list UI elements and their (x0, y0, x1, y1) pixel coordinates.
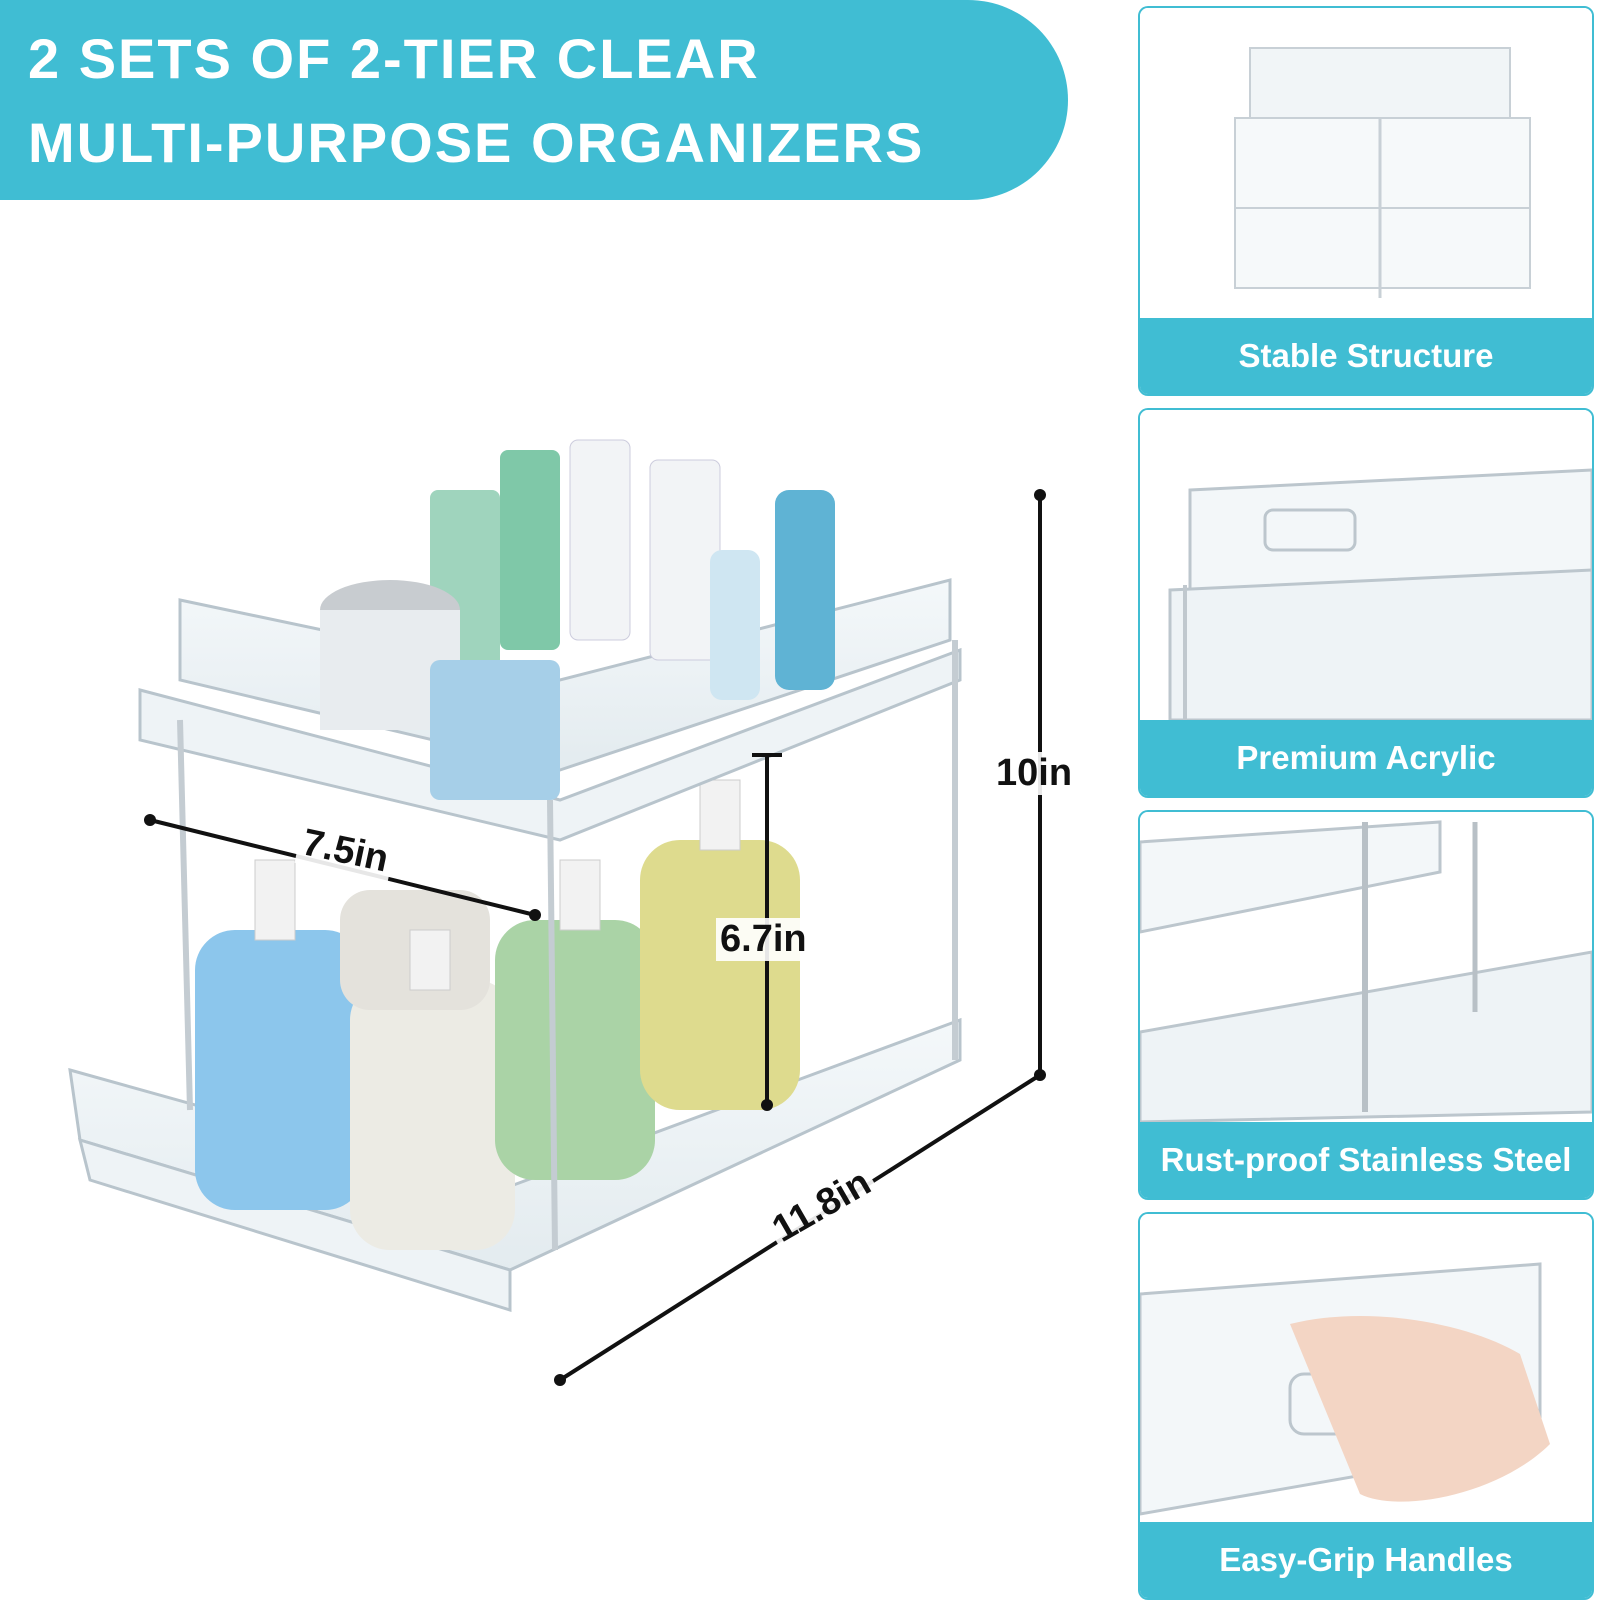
inner-height-label: 6.7in (716, 918, 811, 961)
organizer-drawing (68, 439, 1046, 1386)
handle-grip-photo (1140, 1214, 1592, 1522)
blue-bottle (195, 930, 365, 1210)
pump (254, 859, 296, 941)
yellow-bottle (640, 840, 800, 1110)
feature-panel-stainless-steel: Rust-proof Stainless Steel (1138, 810, 1594, 1200)
white-bottle (350, 980, 515, 1250)
header-banner: 2 SETS OF 2-TIER CLEAR MULTI-PURPOSE ORG… (0, 0, 1068, 200)
header-title-line-2: MULTI-PURPOSE ORGANIZERS (28, 111, 925, 174)
acrylic-closeup-photo (1140, 410, 1592, 720)
feature-caption: Rust-proof Stainless Steel (1140, 1122, 1592, 1198)
green-tube (500, 450, 560, 650)
organizer-photo (1140, 8, 1592, 318)
white-tube (649, 459, 721, 661)
total-height-label: 10in (992, 752, 1077, 795)
feature-panel-premium-acrylic: Premium Acrylic (1138, 408, 1594, 798)
product-illustration: 7.5in 6.7in 10in 11.8in (0, 200, 1130, 1600)
post (547, 799, 558, 1251)
white-tube (569, 439, 631, 641)
pump (409, 929, 451, 991)
steel-post-photo (1140, 812, 1592, 1122)
serum-bottle (710, 550, 760, 700)
feature-panel-stable-structure: Stable Structure (1138, 6, 1594, 396)
pump (559, 859, 601, 931)
pump (699, 779, 741, 851)
green-bottle (495, 920, 655, 1180)
blue-jar (430, 660, 560, 800)
feature-panel-easy-grip-handles: Easy-Grip Handles (1138, 1212, 1594, 1600)
feature-caption: Easy-Grip Handles (1140, 1522, 1592, 1598)
header-title-line-1: 2 SETS OF 2-TIER CLEAR (28, 27, 760, 90)
post (177, 719, 193, 1111)
feature-caption: Stable Structure (1140, 318, 1592, 394)
feature-caption: Premium Acrylic (1140, 720, 1592, 796)
serum-bottle (775, 490, 835, 690)
